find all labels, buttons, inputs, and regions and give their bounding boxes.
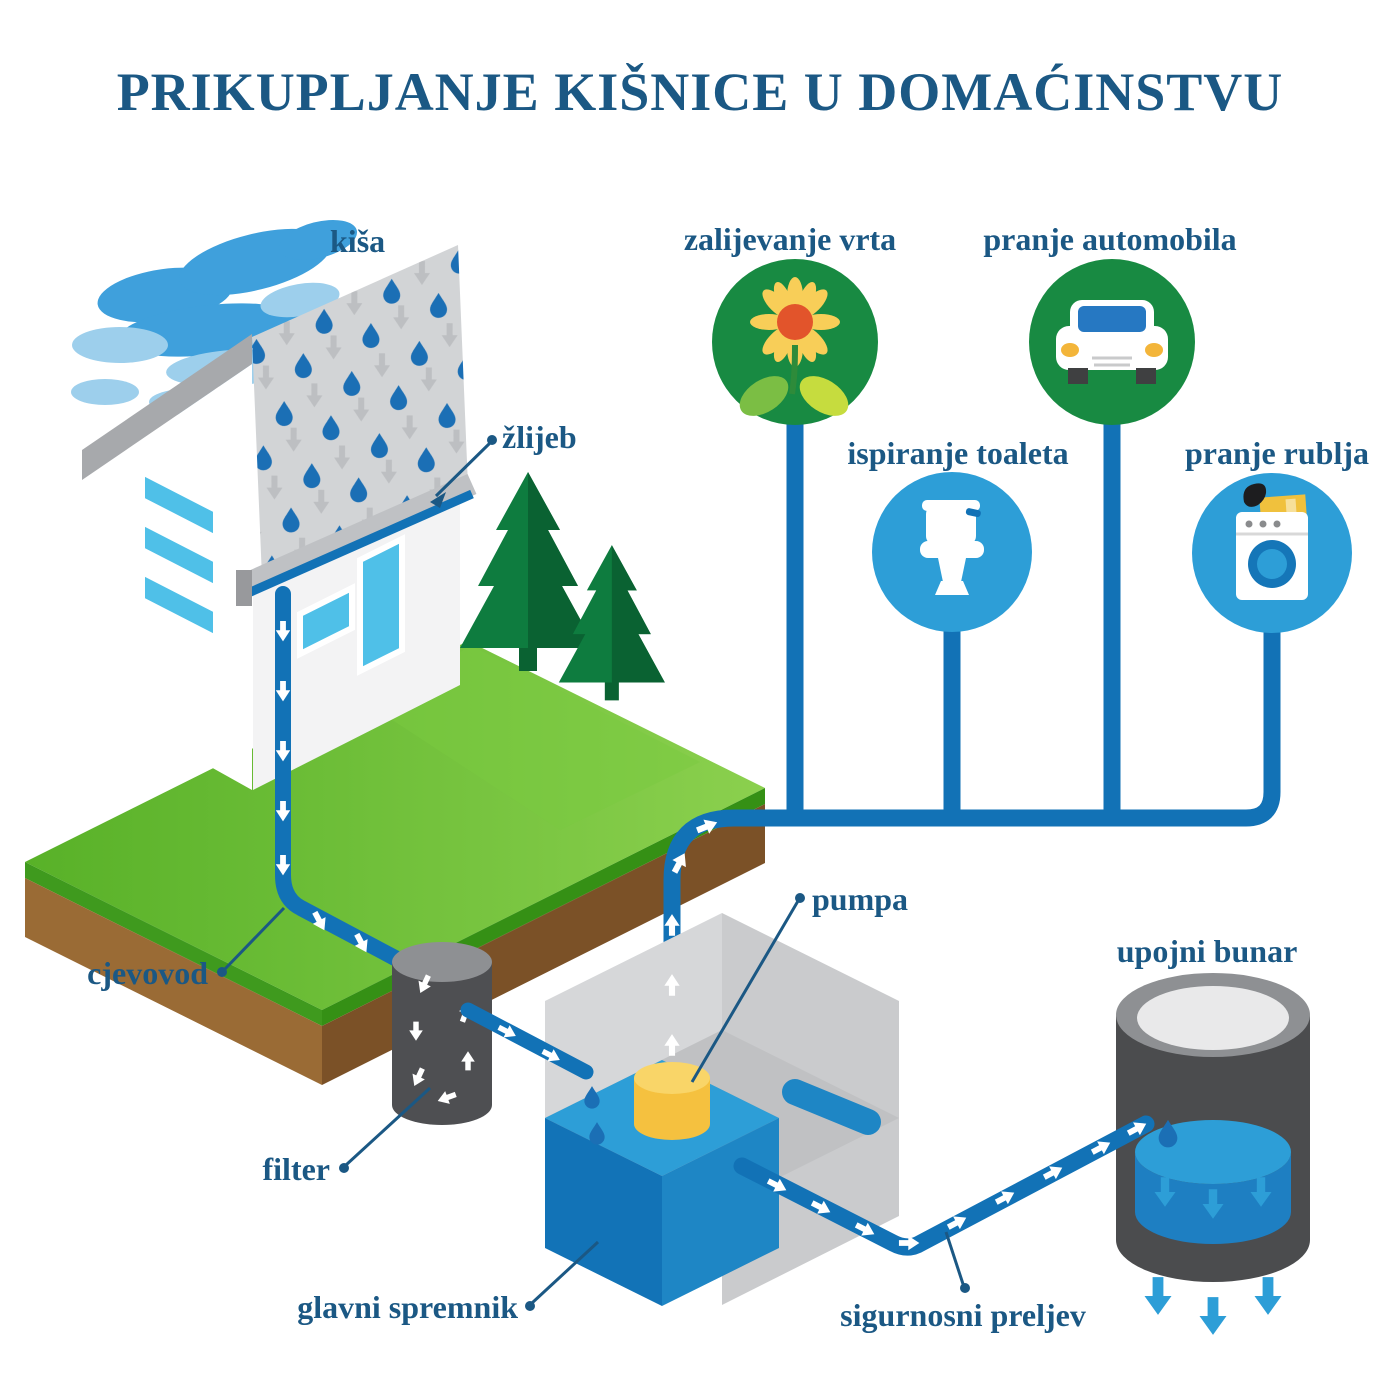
annotations: kiša žlijeb cjevovod filter glavni sprem… (87, 221, 1369, 1333)
grass-light-patch (380, 645, 700, 830)
tank-water-front-left (545, 1118, 662, 1306)
pine-tree-large (460, 472, 596, 671)
use-toilet-flushing (872, 472, 1032, 632)
ground-infiltration-arrows (1144, 1277, 1282, 1335)
downpipe (275, 586, 403, 966)
label-downpipe: cjevovod (87, 955, 208, 991)
well-water-top (1135, 1120, 1291, 1184)
pump (634, 1062, 710, 1140)
label-car-washing: pranje automobila (983, 221, 1236, 257)
main-tank (545, 913, 899, 1306)
washing-machine-icon (1236, 483, 1308, 600)
soakaway-well (1116, 973, 1310, 1335)
label-main-tank: glavni spremnik (297, 1289, 518, 1325)
overflow-intake (782, 1079, 881, 1135)
grass-edge-left (25, 862, 322, 1026)
filter-cylinder (392, 942, 492, 1125)
label-filter: filter (263, 1151, 331, 1187)
filter-to-tank-pipe (460, 1002, 605, 1145)
page-title: PRIKUPLJANJE KIŠNICE U DOMAĆINSTVU (117, 62, 1284, 122)
eave-end-cap (236, 570, 252, 606)
label-garden-watering: zalijevanje vrta (684, 221, 896, 257)
house-right-wall (253, 478, 460, 790)
house-gable-wall (82, 364, 252, 790)
sunflower-icon (739, 277, 849, 416)
car-icon (1056, 300, 1168, 384)
side-windows (297, 534, 405, 676)
overflow-pipe (733, 1115, 1155, 1256)
label-gutter: žlijeb (502, 419, 577, 455)
pine-tree-small (558, 545, 665, 701)
label-laundry-washing: pranje rublja (1185, 435, 1369, 471)
soil-left-face (25, 878, 322, 1085)
toilet-icon (920, 500, 984, 595)
pump-riser-and-manifold (663, 621, 1281, 1091)
distribution-pipes (663, 413, 1281, 1091)
pine-trees (460, 472, 665, 701)
use-laundry-washing (1192, 473, 1352, 633)
gutter-line (244, 489, 474, 599)
label-soakaway-well: upojni bunar (1117, 933, 1298, 969)
gable-windows (139, 467, 219, 643)
label-pump: pumpa (812, 881, 908, 917)
use-car-washing (1029, 259, 1195, 425)
roof-left-band (82, 334, 252, 480)
roof-rain-slope (252, 245, 468, 578)
lawn-platform (25, 641, 765, 1085)
label-rain: kiša (330, 223, 385, 259)
label-toilet-flushing: ispiranje toaleta (847, 435, 1068, 471)
use-garden-watering (712, 259, 878, 425)
label-safety-overflow: sigurnosni preljev (840, 1297, 1086, 1333)
